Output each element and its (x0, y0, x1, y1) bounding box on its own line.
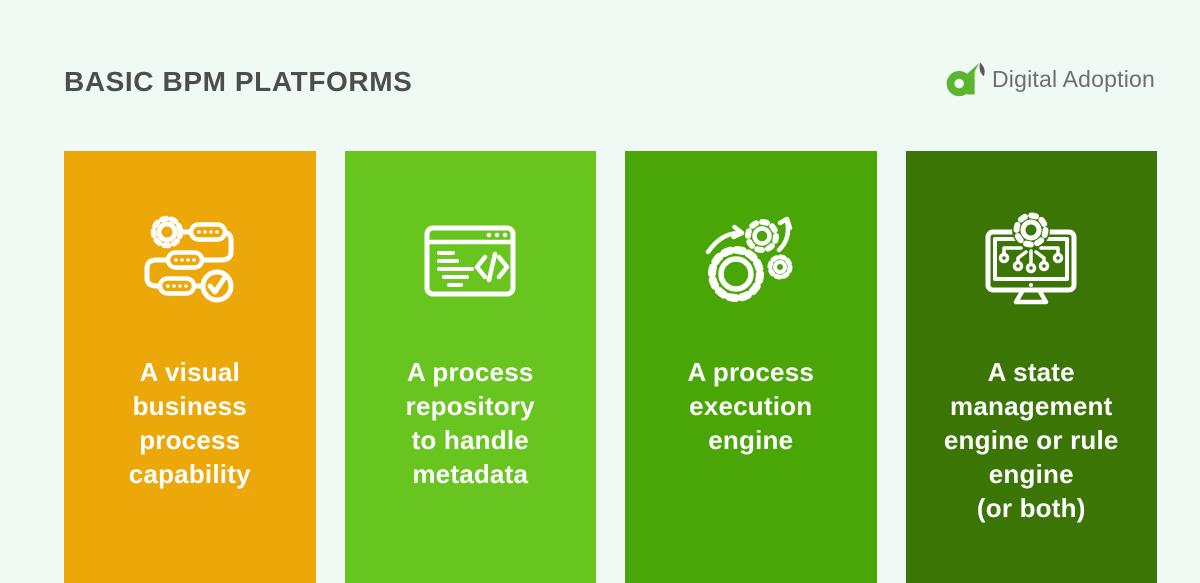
gears-arrows-icon (696, 206, 806, 316)
brand-name: Digital Adoption (991, 65, 1155, 92)
card-state-management: A state management engine or rule engine… (905, 151, 1157, 583)
card-label: A state management engine or rule engine… (943, 357, 1119, 523)
browser-code-icon (415, 206, 525, 316)
card-process-execution: A process execution engine (625, 151, 877, 583)
monitor-network-gear-icon (976, 206, 1086, 316)
card-label: A process repository to handle metadata (405, 357, 535, 489)
page-title: BASIC BPM PLATFORMS (64, 66, 413, 97)
digital-adoption-logo-icon (946, 62, 985, 97)
card-visual-business-process: A visual business process capability (64, 151, 316, 583)
card-process-repository: A process repository to handle metadata (344, 151, 596, 583)
card-label: A process execution engine (687, 357, 815, 455)
card-label: A visual business process capability (128, 357, 251, 489)
workflow-checklist-icon (135, 206, 245, 316)
brand-logo: Digital Adoption (945, 58, 1155, 100)
cards-row: A visual business process capability (64, 151, 1157, 583)
